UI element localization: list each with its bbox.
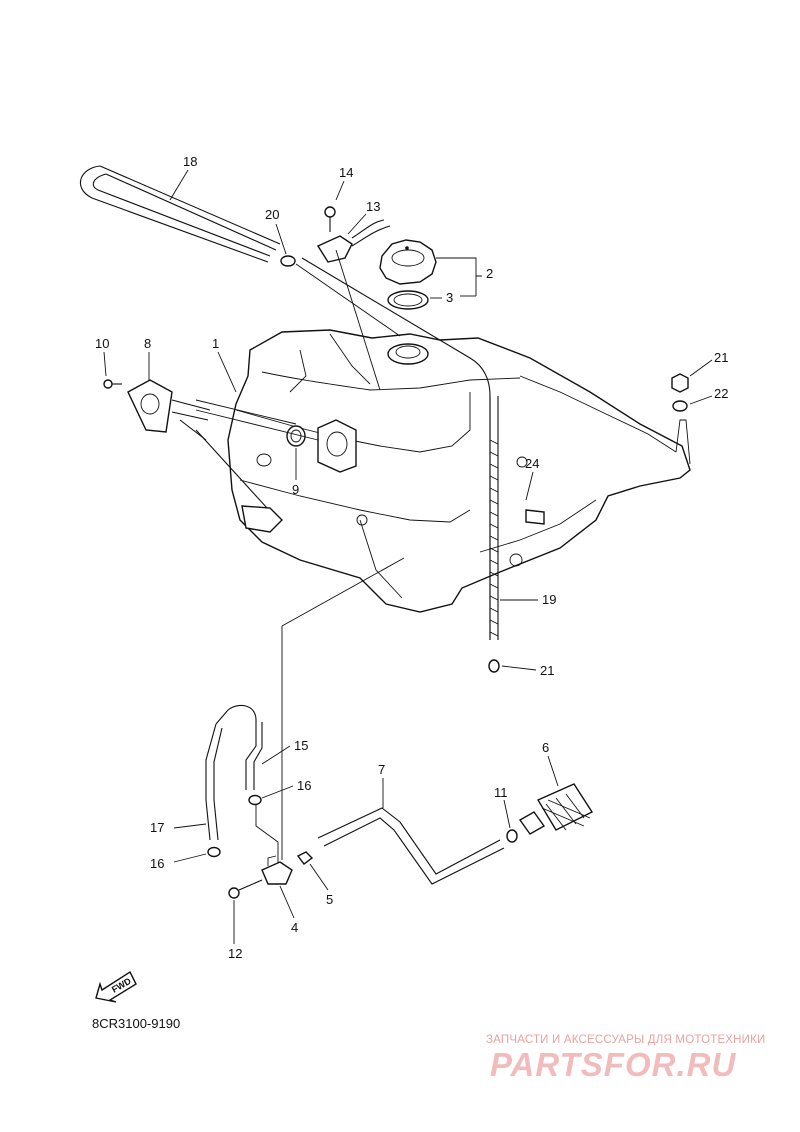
part-5-fitting [296,851,314,865]
callout-3: 3 [446,290,453,305]
part-15-hose [215,704,263,790]
part-11-clamp [506,829,518,843]
callout-13: 13 [366,199,380,214]
part-13-bracket [316,219,391,263]
callout-16-upper: 16 [297,778,311,793]
callout-19: 19 [542,592,556,607]
part-23-washer [672,400,688,412]
part-16-clip-lower [207,846,221,858]
part-10-bolt [103,379,122,389]
callout-15: 15 [294,738,308,753]
callout-1: 1 [212,336,219,351]
callout-2: 2 [486,266,493,281]
callout-17: 17 [150,820,164,835]
part-2-fuel-cap [379,239,437,285]
callout-4: 4 [291,920,298,935]
part-4-fuel-cock [261,855,293,885]
part-16-clip-upper [248,794,262,806]
part-24-damper [525,509,545,525]
part-22-nut [671,373,689,393]
callout-8: 8 [144,336,151,351]
callout-21: 21 [540,663,554,678]
fwd-arrow-icon: FWD [95,970,137,1003]
leader-lines [195,249,405,866]
callout-6: 6 [542,740,549,755]
callout-14: 14 [339,165,353,180]
watermark-tagline: ЗАПЧАСТИ И АКСЕССУАРЫ ДЛЯ МОТОТЕХНИКИ [486,1034,766,1046]
callout-24: 24 [525,456,539,471]
callout-16-lower: 16 [150,856,164,871]
callout-10: 10 [95,336,109,351]
part-7-fuel-pipe [317,807,505,885]
part-14-bolt [324,206,336,232]
callout-12: 12 [228,946,242,961]
callout-7: 7 [378,762,385,777]
callout-18: 18 [183,154,197,169]
part-6-fuel-filter [518,783,594,835]
part-12-bolt [228,879,263,899]
callouts: 18 14 13 20 2 3 10 8 1 21 22 9 [95,154,728,961]
part-20-clamp [280,255,296,267]
callout-20: 20 [265,207,279,222]
part-1-fuel-tank [227,329,691,613]
callout-5: 5 [326,892,333,907]
callout-22: 21 [714,350,728,365]
part-17-hose [205,723,223,841]
callout-23: 22 [714,386,728,401]
part-3-gasket [387,290,429,310]
callout-11: 11 [494,785,508,800]
diagram-code: 8CR3100-9190 [92,1016,181,1031]
callout-9: 9 [292,482,299,497]
watermark-logo[interactable]: PARTSFOR.RU [490,1046,737,1083]
part-8-fuel-sender [127,379,283,533]
part-21-clip [488,659,500,673]
part-18-breather-hose [79,165,281,263]
part-19-drain-hose [301,257,499,640]
